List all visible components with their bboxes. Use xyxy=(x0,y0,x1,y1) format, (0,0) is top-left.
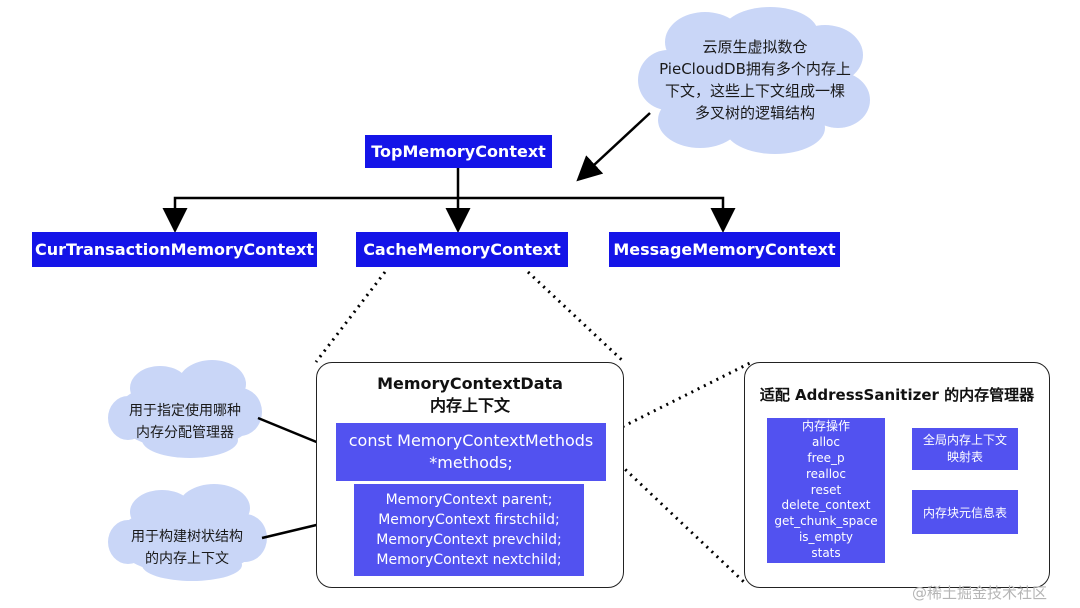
memory-operations-box: 内存操作 alloc free_p realloc reset delete_c… xyxy=(767,418,885,563)
link-line: MemoryContext prevchild; xyxy=(376,532,562,548)
node-cur-transaction-memory-context: CurTransactionMemoryContext xyxy=(32,232,317,267)
node-message-memory-context: MessageMemoryContext xyxy=(609,232,840,267)
cloud-top-shape xyxy=(638,7,870,154)
cloud-top-line: 下文，这些上下文组成一棵 xyxy=(664,82,845,100)
node-top-memory-context: TopMemoryContext xyxy=(365,135,552,168)
cloud-top-line: PieCloudDB拥有多个内存上 xyxy=(659,60,851,78)
cloud-top-text: 云原生虚拟数仓 PieCloudDB拥有多个内存上 下文，这些上下文组成一棵 多… xyxy=(655,36,855,124)
watermark: @稀土掘金技术社区 xyxy=(912,584,1048,602)
ops-line: stats xyxy=(811,545,841,560)
asan-panel-title: 适配 AddressSanitizer 的内存管理器 xyxy=(759,386,1035,404)
tree-links-box: MemoryContext parent; MemoryContext firs… xyxy=(354,484,584,576)
cloud-methods-line: 用于指定使用哪种 xyxy=(129,403,241,419)
global-map-line: 映射表 xyxy=(946,450,983,464)
cloud-tree-line: 用于构建树状结构 xyxy=(131,529,243,545)
cloud-tree-shape xyxy=(108,484,267,581)
ops-line: 内存操作 xyxy=(801,419,850,434)
cloud-methods-text: 用于指定使用哪种 内存分配管理器 xyxy=(110,400,260,444)
methods-line: const MemoryContextMethods xyxy=(348,431,594,450)
ops-line: realloc xyxy=(805,466,846,481)
ops-line: free_p xyxy=(807,451,845,465)
cloud-top-line: 云原生虚拟数仓 xyxy=(702,38,808,56)
block-metadata-box: 内存块元信息表 xyxy=(912,490,1018,534)
node-cache-memory-context: CacheMemoryContext xyxy=(356,232,568,267)
cloud-methods-shape xyxy=(108,360,262,458)
ops-line: is_empty xyxy=(798,529,854,544)
methods-line: *methods; xyxy=(429,453,513,472)
memory-context-data-title: MemoryContextData 内存上下文 xyxy=(316,373,624,417)
tree-connectors xyxy=(162,167,736,233)
ops-line: get_chunk_space xyxy=(774,514,878,529)
link-line: MemoryContext nextchild; xyxy=(376,552,562,568)
methods-box: const MemoryContextMethods *methods; xyxy=(336,423,606,481)
global-context-map-box: 全局内存上下文 映射表 xyxy=(912,428,1018,470)
ops-line: alloc xyxy=(812,435,840,450)
ops-line: reset xyxy=(810,482,842,497)
cloud-tree-text: 用于构建树状结构 的内存上下文 xyxy=(112,526,262,570)
cloud-methods-line: 内存分配管理器 xyxy=(136,425,234,441)
ops-line: delete_context xyxy=(781,498,871,513)
cloud-tree-line: 的内存上下文 xyxy=(145,551,229,567)
title-line: 内存上下文 xyxy=(429,396,510,415)
cloud-top-line: 多叉树的逻辑结构 xyxy=(694,104,815,122)
link-line: MemoryContext parent; xyxy=(385,492,553,508)
title-line: MemoryContextData xyxy=(377,374,563,393)
global-map-line: 全局内存上下文 xyxy=(922,433,1007,447)
cloud-pointer-arrow xyxy=(576,112,651,182)
zoom-lines xyxy=(314,270,753,585)
link-line: MemoryContext firstchild; xyxy=(378,512,560,528)
